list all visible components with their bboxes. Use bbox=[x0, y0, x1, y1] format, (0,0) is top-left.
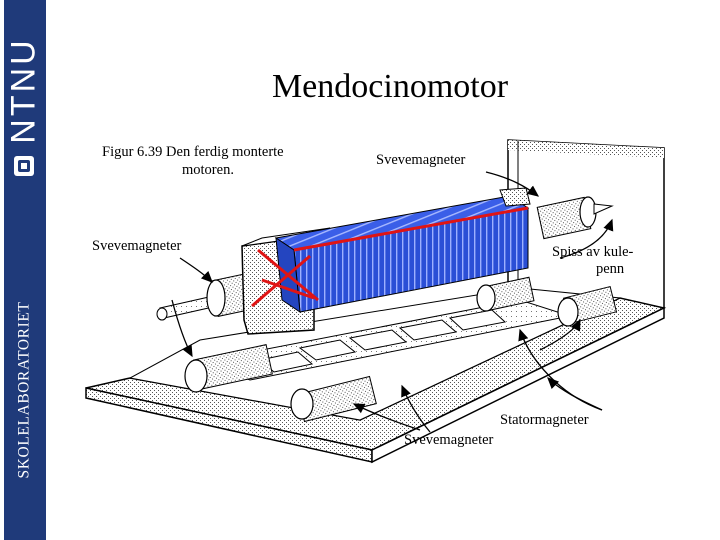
page-title: Mendocinomotor bbox=[271, 68, 509, 105]
label-pen-tip-line1: Spiss av kule- bbox=[552, 244, 634, 260]
label-levitation-bottom: Svevemagneter bbox=[404, 432, 494, 448]
label-pen-tip-line2: penn bbox=[596, 261, 625, 277]
figure-caption-line1: Figur 6.39 Den ferdig monterte bbox=[102, 144, 284, 160]
label-levitation-top-right: Svevemagneter bbox=[376, 152, 466, 168]
sidebar: NTNU SKOLELABORATORIET bbox=[0, 0, 48, 540]
sidebar-bar bbox=[4, 0, 46, 540]
motor-diagram bbox=[85, 139, 667, 464]
label-arrows bbox=[171, 171, 614, 433]
ntnu-emblem-icon bbox=[14, 156, 34, 176]
rotor-body bbox=[274, 187, 531, 314]
red-highlight bbox=[251, 206, 529, 308]
lab-name: SKOLELABORATORIET bbox=[5, 250, 43, 530]
figure-caption-line2: motoren. bbox=[182, 162, 234, 178]
lab-name-text: SKOLELABORATORIET bbox=[15, 301, 32, 479]
label-stator-magnets: Statormagneter bbox=[500, 412, 589, 428]
stator-rail bbox=[198, 299, 572, 381]
ntnu-logo: NTNU bbox=[5, 20, 43, 160]
label-levitation-left: Svevemagneter bbox=[92, 238, 182, 254]
shaft-back bbox=[536, 196, 614, 240]
lower-levitation-magnets bbox=[184, 276, 618, 423]
ntnu-logo-text: NTNU bbox=[4, 36, 43, 144]
